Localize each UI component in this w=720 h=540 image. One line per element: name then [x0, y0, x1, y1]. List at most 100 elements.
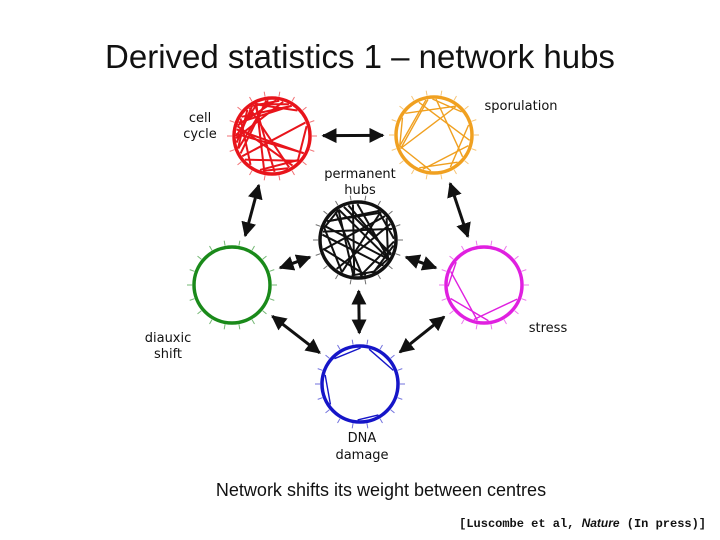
- hub-node-tick: [309, 120, 315, 123]
- hub-node-tick: [189, 298, 195, 301]
- hub-node-tick: [351, 423, 354, 429]
- hub-node-tick: [349, 195, 352, 201]
- hub-node-tick: [262, 310, 267, 315]
- hub-node-tick: [278, 91, 281, 97]
- hub-label-cell-cycle-1: cell: [189, 111, 211, 126]
- hub-node-tick: [461, 245, 465, 251]
- hub-node-tick: [411, 95, 415, 101]
- hub-edge-sporulation: [432, 98, 462, 113]
- hub-node-tick: [521, 298, 527, 301]
- hub-edge-cell-cycle: [239, 118, 252, 166]
- hub-node-tick: [514, 255, 519, 260]
- hub-edge-sporulation: [435, 98, 464, 158]
- hub-node-tick: [397, 368, 403, 371]
- hub-node-tick: [390, 409, 395, 414]
- citation-journal: Nature: [581, 516, 620, 530]
- hub-cell-cycle: [227, 91, 317, 181]
- hub-edge-permanent: [351, 270, 376, 277]
- hub-edge-sporulation: [405, 105, 456, 114]
- hub-node-tick: [471, 148, 477, 151]
- hub-diauxic: [187, 240, 277, 330]
- hub-edge-permanent: [334, 211, 364, 277]
- arrow-permanent-stress: [404, 254, 438, 271]
- hub-label-diauxic-2: shift: [154, 347, 182, 362]
- hub-node-tick: [453, 169, 457, 175]
- hub-edge-stress: [450, 297, 489, 322]
- hub-node-tick: [388, 265, 393, 270]
- hub-label-dna-2: damage: [335, 448, 388, 463]
- arrow-permanent-diauxic: [278, 254, 312, 271]
- hub-node-tick: [189, 269, 195, 272]
- hub-node-tick: [464, 105, 469, 110]
- hub-node-tick: [490, 240, 493, 246]
- hub-node-tick: [475, 240, 478, 246]
- hub-node-tick: [503, 319, 507, 325]
- hub-node-tick: [461, 319, 465, 325]
- hub-node-tick: [425, 174, 428, 180]
- hub-node-tick: [411, 169, 415, 175]
- hub-edge-permanent: [377, 209, 395, 240]
- hub-node-tick: [337, 344, 341, 350]
- hub-node-tick: [351, 339, 354, 345]
- hub-edge-dna: [324, 374, 332, 405]
- hub-node-tick: [249, 170, 253, 176]
- hub-node-tick: [249, 96, 253, 102]
- hub-node-tick: [490, 324, 493, 330]
- hub-node-tick: [309, 149, 315, 152]
- hub-dna: [315, 339, 405, 429]
- hub-node-tick: [263, 91, 266, 97]
- hub-edge-cell-cycle: [235, 105, 253, 143]
- arrow-stress-dna: [398, 315, 446, 354]
- hub-node-tick: [503, 245, 507, 251]
- hub-node-tick: [337, 418, 341, 424]
- hub-permanent: [313, 195, 403, 285]
- hub-node-tick: [440, 90, 443, 96]
- citation: [Luscombe et al, Nature (In press)]: [459, 516, 706, 531]
- hub-node-tick: [388, 210, 393, 215]
- hub-node-tick: [464, 160, 469, 165]
- hub-node-tick: [251, 245, 255, 251]
- hub-node-tick: [364, 279, 367, 285]
- hub-node-tick: [379, 344, 383, 350]
- hub-edge-sporulation: [449, 124, 470, 168]
- hub-node-tick: [317, 397, 323, 400]
- arrow-permanent-dna: [351, 289, 367, 335]
- hub-node-tick: [291, 96, 295, 102]
- hub-node-tick: [237, 161, 242, 166]
- hub-node-tick: [440, 174, 443, 180]
- hub-node-tick: [269, 298, 275, 301]
- hub-node-tick: [425, 90, 428, 96]
- hub-edge-cell-cycle: [254, 103, 298, 112]
- hub-circle-diauxic: [192, 245, 272, 325]
- hub-node-tick: [315, 253, 321, 256]
- hub-edge-permanent: [371, 256, 391, 274]
- hub-label-stress: stress: [529, 321, 568, 336]
- hub-node-tick: [475, 324, 478, 330]
- slide-caption: Network shifts its weight between centre…: [215, 480, 547, 500]
- hub-circle-cell-cycle: [232, 96, 312, 176]
- hub-node-tick: [399, 160, 404, 165]
- hub-node-tick: [441, 298, 447, 301]
- hub-node-tick: [366, 423, 369, 429]
- arrow-cell-cycle-diauxic: [241, 183, 263, 238]
- hub-node-tick: [391, 119, 397, 122]
- hub-edge-sporulation: [399, 117, 404, 147]
- hub-node-tick: [395, 253, 401, 256]
- hub-edge-permanent: [337, 209, 355, 276]
- hub-node-tick: [262, 255, 267, 260]
- hub-node-tick: [229, 149, 235, 152]
- hub-node-tick: [238, 240, 241, 246]
- citation-open: [Luscombe et al,: [459, 517, 582, 531]
- hub-edge-sporulation: [418, 101, 471, 141]
- hub-node-tick: [302, 161, 307, 166]
- hub-node-tick: [237, 106, 242, 111]
- hub-sporulation: [389, 90, 479, 180]
- hub-node-tick: [349, 279, 352, 285]
- hub-node-tick: [197, 310, 202, 315]
- hub-node-tick: [395, 224, 401, 227]
- hub-node-tick: [441, 269, 447, 272]
- hub-label-dna-1: DNA: [348, 431, 377, 446]
- hub-node-tick: [449, 255, 454, 260]
